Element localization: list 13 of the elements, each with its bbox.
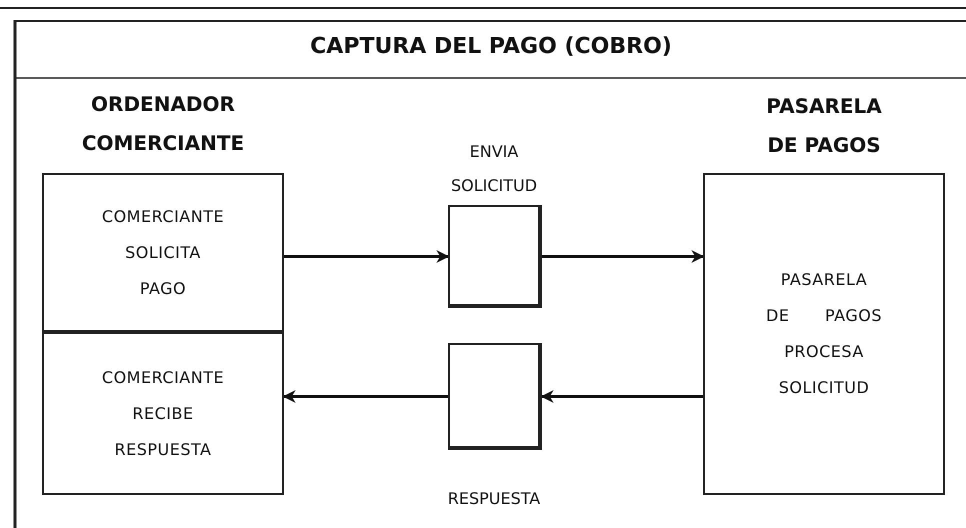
box-caption: ENVIA SOLICITUD bbox=[450, 141, 538, 197]
box-caption: RESPUESTA bbox=[446, 488, 542, 510]
arrow bbox=[540, 390, 703, 403]
column-heading: PASARELA DE PAGOS bbox=[765, 93, 883, 159]
box-text: COMERCIANTE SOLICITA PAGO bbox=[100, 206, 226, 300]
column-heading: ORDENADOR COMERCIANTE bbox=[80, 91, 246, 157]
arrow bbox=[542, 250, 704, 263]
box-text: COMERCIANTE RECIBE RESPUESTA bbox=[100, 366, 226, 460]
box-text: PASARELA DE PAGOS PROCESA SOLICITUD bbox=[765, 269, 883, 399]
arrow bbox=[282, 390, 448, 403]
arrow bbox=[284, 250, 450, 263]
title: CAPTURA DEL PAGO (COBRO) bbox=[310, 34, 672, 59]
process-box bbox=[42, 332, 284, 495]
